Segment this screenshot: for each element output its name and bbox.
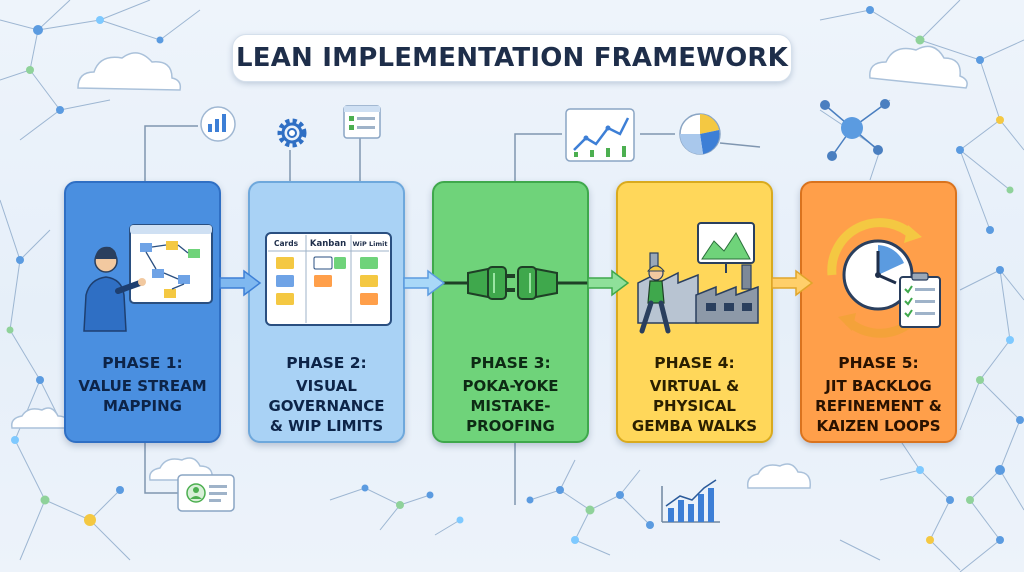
plug-connector-illustration [434, 266, 591, 300]
kanban-col-wip: WiP Limit [353, 240, 388, 248]
gemba-walk-illustration [637, 222, 759, 334]
network-icon [820, 99, 890, 161]
phase-5-title: PHASE 5: [838, 354, 919, 372]
line-chart-icon [565, 108, 635, 162]
phase-2-title: PHASE 2: [286, 354, 367, 372]
id-card-icon [177, 474, 235, 512]
growth-chart-icon [661, 479, 720, 523]
bar-chart-icon [200, 106, 236, 142]
connector-lines [144, 123, 675, 505]
value-stream-map-illustration [83, 224, 213, 332]
arrow-right-icon [403, 269, 446, 297]
kanban-col-cards: Cards [274, 239, 299, 248]
page-title: LEAN IMPLEMENTATION FRAMEWORK [235, 43, 789, 73]
network-nodes [6, 6, 1024, 544]
kanban-col-kanban: Kanban [310, 239, 346, 249]
phase-3-title: PHASE 3: [470, 354, 551, 372]
kaizen-clock-illustration [827, 218, 941, 338]
title-banner: LEAN IMPLEMENTATION FRAMEWORK [232, 34, 792, 82]
arrow-right-icon [587, 269, 630, 297]
arrow-right-icon [219, 269, 262, 297]
arrow-right-icon [771, 269, 814, 297]
kanban-board-illustration: Cards Kanban WiP Limit [265, 232, 392, 326]
phase-1-title: PHASE 1: [102, 354, 183, 372]
phase-4-title: PHASE 4: [654, 354, 735, 372]
cloud-icon [10, 45, 968, 489]
gear-icon [277, 118, 307, 148]
checklist-icon [343, 105, 381, 139]
pie-chart-icon [679, 113, 761, 155]
